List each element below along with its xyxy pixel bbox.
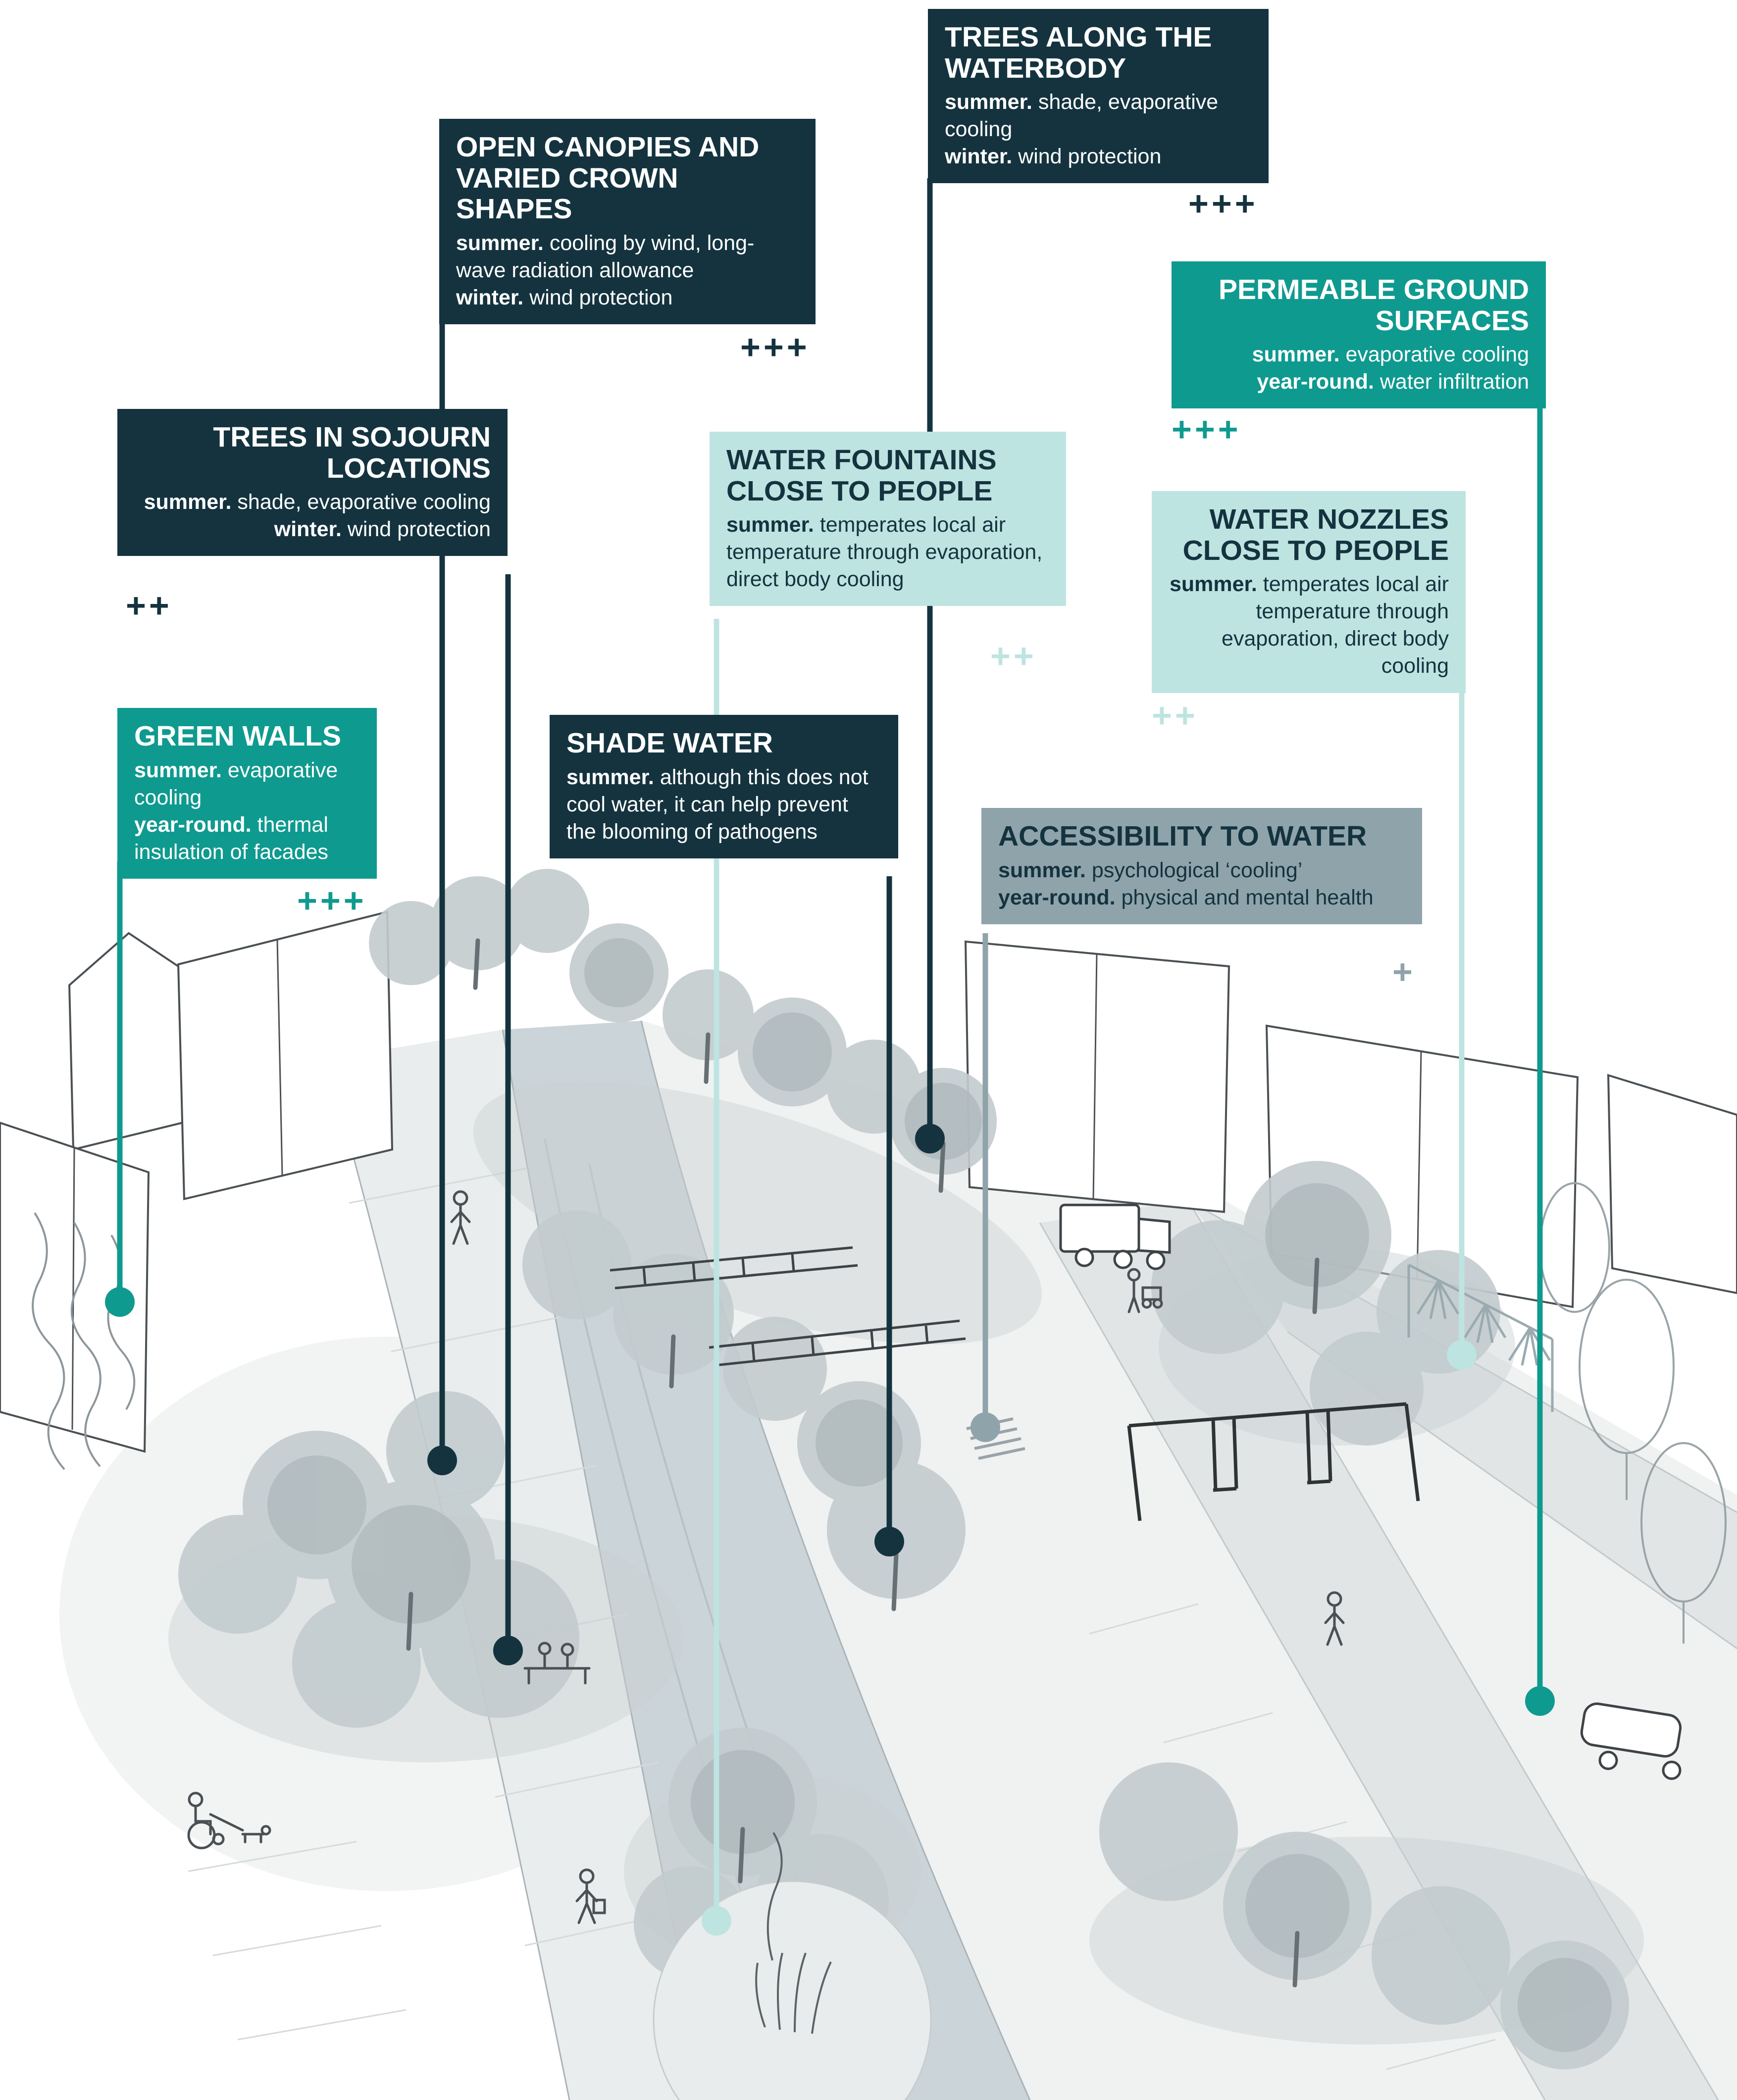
season-label: summer. — [1252, 343, 1340, 367]
season-label: summer. — [144, 490, 232, 514]
building-edges — [71, 939, 1422, 1430]
season-text: psychological ‘cooling’ — [1085, 858, 1303, 882]
season-text: physical and mental health — [1115, 885, 1374, 909]
callout-green-walls: GREEN WALLS summer. evaporative cooling … — [117, 708, 377, 879]
season-text: although this does not cool water, it ca… — [566, 765, 868, 844]
season-text: wind protection — [523, 286, 673, 310]
truck — [1059, 1203, 1171, 1270]
callout-open-canopies: OPEN CANOPIES AND VARIED CROWN SHAPES su… — [439, 119, 816, 325]
callout-line: summer. psychological ‘cooling’ — [998, 857, 1405, 884]
swing-frame — [1127, 1402, 1420, 1521]
season-text: cooling by wind, long-wave radiation all… — [456, 231, 755, 283]
callout-line: year-round. water infiltration — [1188, 368, 1529, 396]
callout-title: GREEN WALLS — [134, 720, 342, 752]
rating-trees-along-the-waterbody: +++ — [1188, 184, 1258, 223]
season-text: temperates local air temperature through… — [726, 513, 1043, 592]
callout-shade-water: SHADE WATER summer. although this does n… — [550, 715, 898, 858]
season-text: wind protection — [341, 517, 491, 542]
callout-title: SHADE WATER — [566, 727, 773, 759]
anchor-dot-open-canopies — [427, 1446, 457, 1475]
fountain-plaza — [653, 1832, 932, 2100]
outline-trees — [1539, 1182, 1727, 1644]
rating-green-walls: +++ — [297, 881, 367, 920]
callout-water-nozzles: WATER NOZZLES CLOSE TO PEOPLE summer. te… — [1152, 491, 1466, 693]
callout-line: year-round. thermal insulation of facade… — [134, 811, 360, 866]
car — [1580, 1702, 1682, 1780]
rating-water-fountains: ++ — [990, 637, 1037, 675]
season-label: summer. — [566, 765, 654, 789]
rating-permeable-ground-surfaces: +++ — [1172, 410, 1241, 449]
season-label: winter. — [274, 517, 342, 542]
callout-title: OPEN CANOPIES AND VARIED CROWN SHAPES — [456, 131, 760, 225]
season-text: shade, evaporative cooling — [945, 90, 1219, 142]
season-label: summer. — [456, 231, 544, 255]
pedestrian-figures — [187, 1190, 1345, 1924]
season-label: year-round. — [134, 812, 252, 837]
callout-water-fountains: WATER FOUNTAINS CLOSE TO PEOPLE summer. … — [710, 432, 1066, 606]
season-label: year-round. — [998, 885, 1116, 909]
season-text: water infiltration — [1374, 370, 1529, 394]
anchor-dot-permeable-ground-surfaces — [1525, 1686, 1555, 1716]
season-label: winter. — [945, 145, 1013, 169]
callout-line: winter. wind protection — [134, 516, 491, 543]
anchor-dot-accessibility-to-water — [971, 1412, 1000, 1442]
season-text: evaporative cooling — [1339, 343, 1529, 367]
rating-water-nozzles: ++ — [1152, 696, 1198, 735]
rating-trees-in-sojourn-locations: ++ — [126, 586, 172, 625]
callout-line: summer. evaporative cooling — [1188, 341, 1529, 368]
callout-title: TREES ALONG THE WATERBODY — [945, 21, 1212, 84]
callout-line: summer. evaporative cooling — [134, 757, 360, 811]
season-label: summer. — [998, 858, 1086, 882]
paving-hatch — [188, 1167, 1496, 2070]
rating-open-canopies: +++ — [740, 328, 810, 366]
anchor-dot-water-nozzles — [1447, 1340, 1477, 1370]
callout-line: summer. cooling by wind, long-wave radia… — [456, 230, 799, 284]
anchor-dot-shade-water — [874, 1527, 904, 1556]
anchor-dot-water-fountains — [702, 1906, 731, 1936]
season-text: thermal insulation of facades — [134, 812, 329, 864]
callout-accessibility-to-water: ACCESSIBILITY TO WATER summer. psycholog… — [981, 808, 1422, 924]
callout-permeable-ground-surfaces: PERMEABLE GROUND SURFACES summer. evapor… — [1172, 261, 1546, 409]
callout-line: winter. wind protection — [456, 284, 799, 311]
callout-line: summer. shade, evaporative cooling — [134, 489, 491, 516]
callout-line: summer. temperates local air temperature… — [726, 511, 1049, 593]
callout-title: TREES IN SOJOURN LOCATIONS — [213, 421, 491, 484]
callout-title: WATER FOUNTAINS CLOSE TO PEOPLE — [726, 444, 997, 507]
callout-line: winter. wind protection — [945, 143, 1252, 170]
season-text: shade, evaporative cooling — [231, 490, 491, 514]
anchor-dot-green-walls — [105, 1287, 135, 1317]
season-label: summer. — [1169, 572, 1257, 597]
callout-line: summer. shade, evaporative cooling — [945, 89, 1252, 143]
season-label: summer. — [726, 513, 814, 537]
anchor-dot-trees-along-the-waterbody — [915, 1124, 945, 1153]
callout-title: ACCESSIBILITY TO WATER — [998, 820, 1367, 852]
callout-trees-along-the-waterbody: TREES ALONG THE WATERBODY summer. shade,… — [928, 9, 1269, 184]
callout-line: summer. although this does not cool wate… — [566, 764, 881, 846]
season-text: temperates local air temperature through… — [1222, 572, 1449, 678]
season-label: summer. — [134, 758, 222, 782]
season-text: evaporative cooling — [134, 758, 338, 809]
water-nozzles-sprays — [1407, 1263, 1554, 1412]
tree-canopies-dark — [267, 938, 1612, 2052]
reeds — [755, 1832, 832, 2034]
callout-line: year-round. physical and mental health — [998, 884, 1405, 911]
callout-title: PERMEABLE GROUND SURFACES — [1218, 274, 1529, 337]
season-label: winter. — [456, 286, 524, 310]
tree-trunks — [406, 938, 1320, 1988]
anchor-dot-trees-in-sojourn-locations — [493, 1636, 523, 1665]
season-text: wind protection — [1012, 145, 1162, 169]
callout-trees-in-sojourn-locations: TREES IN SOJOURN LOCATIONS summer. shade… — [117, 409, 508, 556]
callout-title: WATER NOZZLES CLOSE TO PEOPLE — [1182, 503, 1449, 566]
callout-line: summer. temperates local air temperature… — [1169, 571, 1449, 680]
season-label: summer. — [945, 90, 1032, 114]
season-label: year-round. — [1257, 370, 1374, 394]
rating-accessibility-to-water: + — [1392, 952, 1416, 991]
bridges — [610, 1246, 966, 1367]
